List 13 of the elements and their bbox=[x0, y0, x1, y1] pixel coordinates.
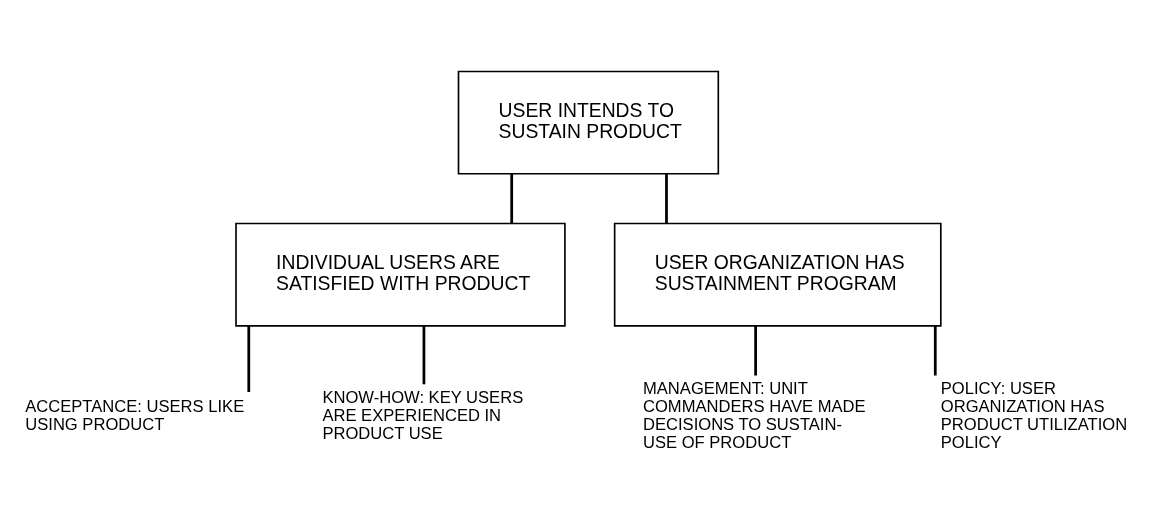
node-text: ACCEPTANCE: USERS LIKE USING PRODUCT bbox=[25, 397, 245, 435]
connector bbox=[510, 174, 514, 224]
connector bbox=[754, 326, 757, 376]
node-box: USER INTENDS TO SUSTAIN PRODUCT bbox=[457, 70, 720, 175]
node-text: MANAGEMENT: UNIT COMMANDERS HAVE MADE DECISIONS TO SUSTAIN-USE OF PRODUCT bbox=[642, 379, 866, 453]
connector bbox=[422, 326, 426, 385]
node-box: USER ORGANIZATION HAS SUSTAINMENT PROGRAM bbox=[613, 222, 942, 327]
node-text: POLICY: USER ORGANIZATION HAS PRODUCT UTILIZATION POLICY bbox=[940, 379, 1128, 453]
connector bbox=[665, 174, 668, 224]
node-text: KNOW-HOW: KEY USERS ARE EXPERIENCED IN PRODUCT USE bbox=[322, 388, 524, 444]
node-box: INDIVIDUAL USERS ARE SATISFIED WITH PRODUCT bbox=[235, 222, 566, 327]
connector bbox=[933, 326, 937, 376]
connector bbox=[247, 326, 251, 393]
